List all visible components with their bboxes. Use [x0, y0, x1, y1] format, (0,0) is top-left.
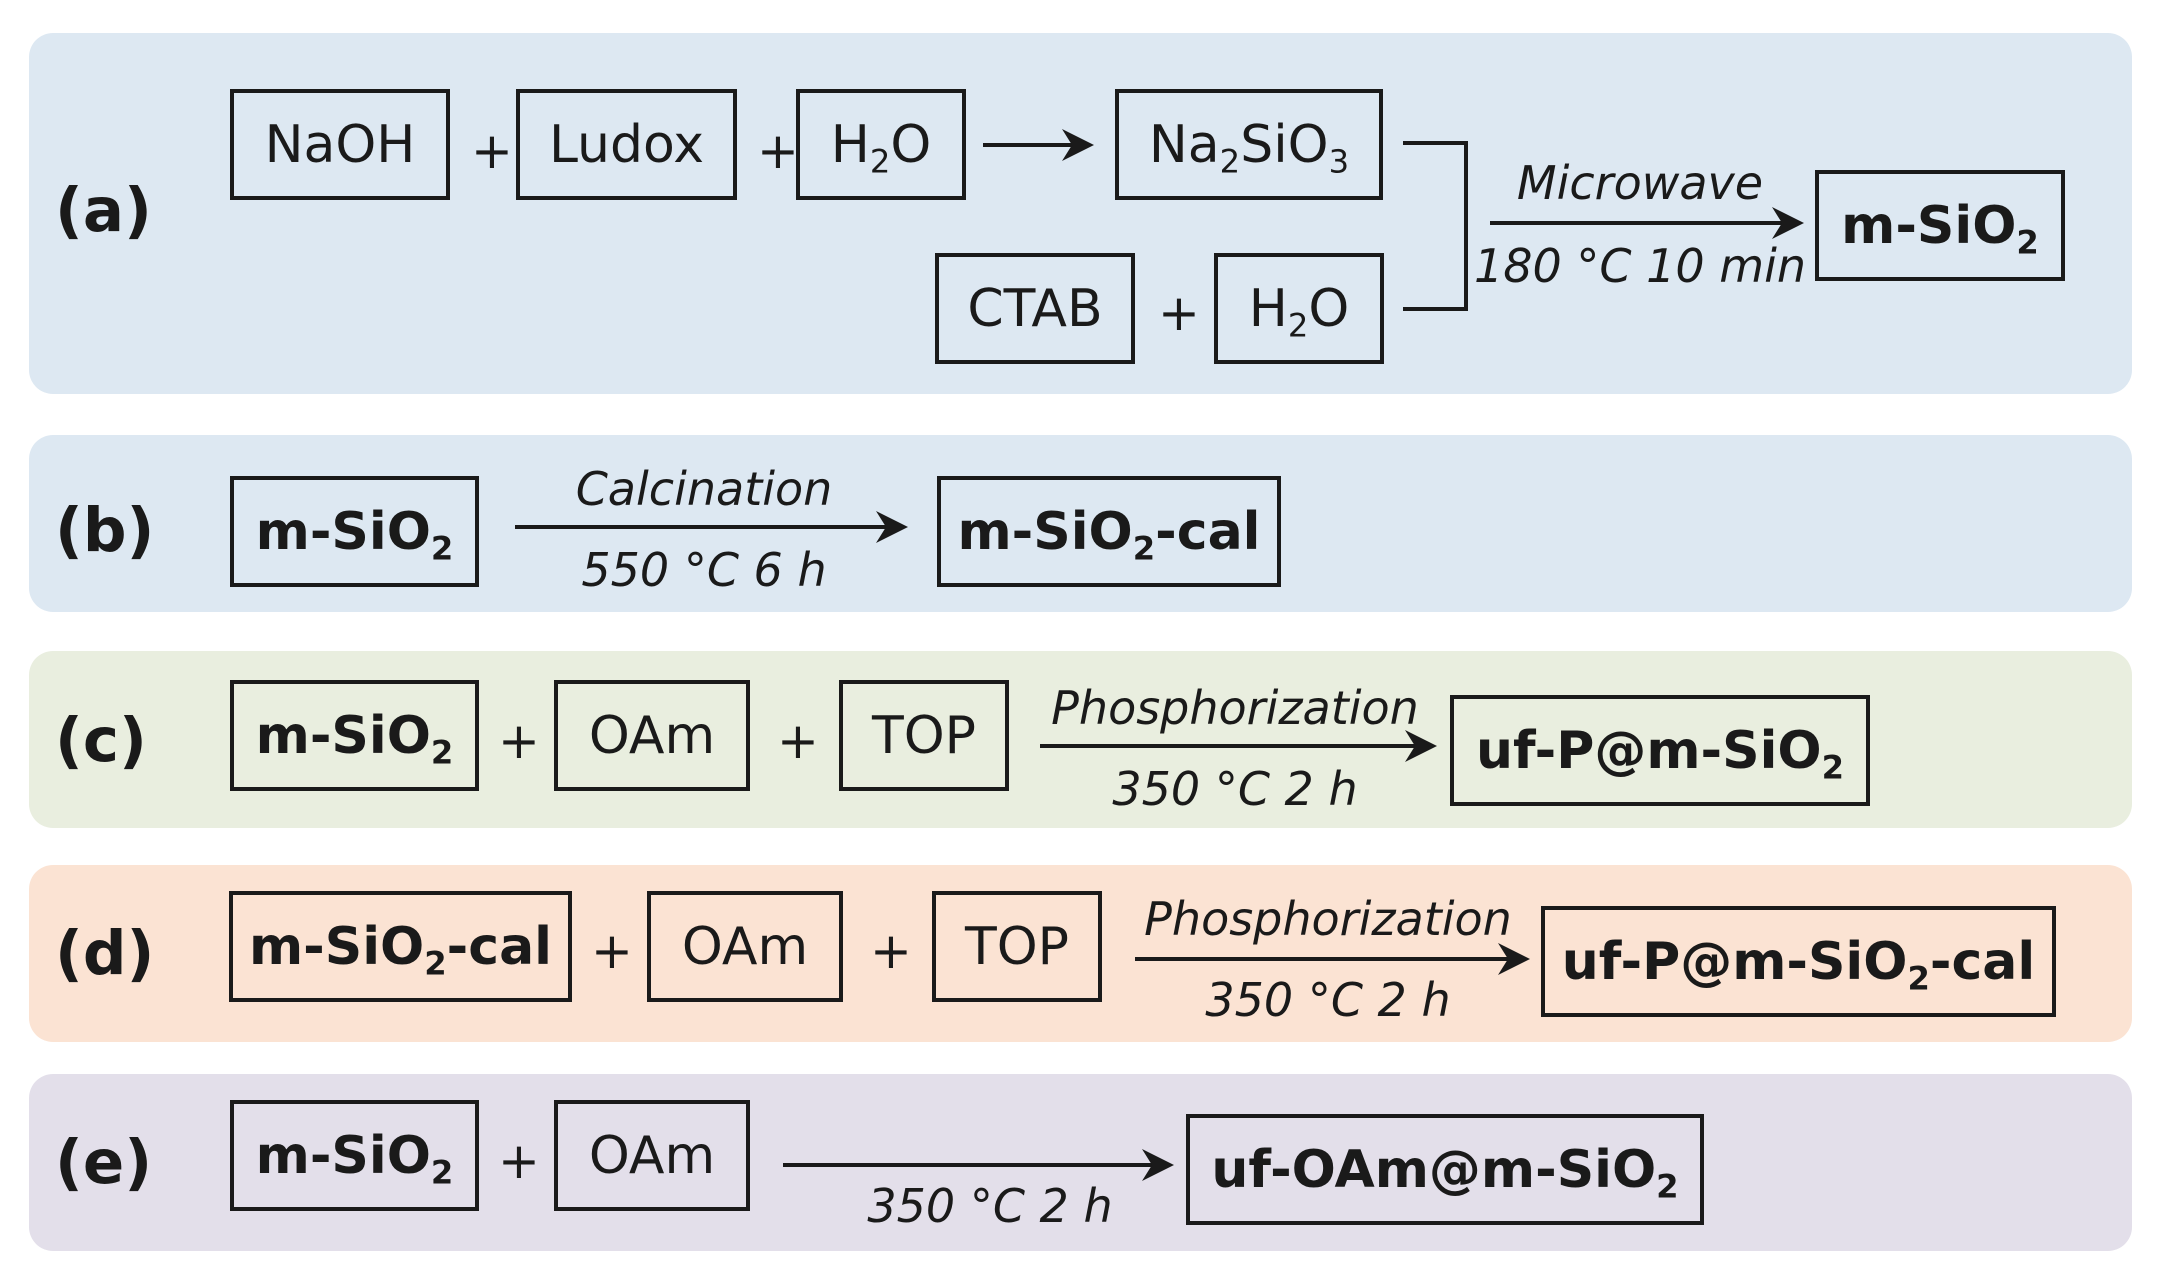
panel-c-label: (c)	[55, 705, 147, 776]
product-formula: m-SiO2-cal	[957, 501, 1261, 567]
reaction-condition-top: Microwave	[1516, 156, 1764, 210]
oam-text: OAm	[588, 1125, 716, 1186]
reactant-formula: m-SiO2	[255, 501, 454, 567]
ludox-box: Ludox	[516, 89, 737, 200]
plus-sign: +	[777, 712, 819, 770]
plus-sign: +	[591, 922, 633, 980]
product-formula: uf-OAm@m-SiO2	[1211, 1139, 1679, 1205]
panel-b-label: (b)	[55, 495, 155, 566]
plus-sign: +	[498, 712, 540, 770]
product-formula: uf-P@m-SiO2	[1475, 720, 1845, 786]
reaction-condition-top: Calcination	[575, 462, 833, 516]
product-box: m-SiO2	[1815, 170, 2065, 281]
plus-sign: +	[757, 122, 799, 180]
reactant-box: m-SiO2	[230, 1100, 479, 1211]
oam-box: OAm	[554, 680, 750, 791]
product-box: m-SiO2-cal	[937, 476, 1281, 587]
h2o-formula: H2O	[830, 114, 932, 180]
top-text: TOP	[964, 916, 1070, 977]
panel-e-label: (e)	[55, 1127, 153, 1198]
na2sio3-box: Na2SiO3	[1115, 89, 1383, 200]
reactant-formula: m-SiO2-cal	[248, 916, 552, 982]
product-box: uf-OAm@m-SiO2	[1186, 1114, 1704, 1225]
product-formula: uf-P@m-SiO2-cal	[1561, 931, 2036, 997]
product-formula: m-SiO2	[1841, 195, 2039, 261]
oam-box: OAm	[554, 1100, 750, 1211]
product-box: uf-P@m-SiO2-cal	[1541, 906, 2056, 1017]
oam-box: OAm	[647, 891, 843, 1002]
na2sio3-formula: Na2SiO3	[1148, 114, 1350, 180]
reactant-box: m-SiO2	[230, 680, 479, 791]
naoh-box: NaOH	[230, 89, 450, 200]
reaction-condition-bottom: 180 °C 10 min	[1473, 239, 1807, 293]
reactant-box: m-SiO2-cal	[229, 891, 572, 1002]
reaction-condition-bottom: 350 °C 2 h	[1112, 762, 1358, 816]
h2o-formula: H2O	[1248, 278, 1350, 344]
oam-text: OAm	[588, 705, 716, 766]
panel-a-label: (a)	[55, 175, 152, 246]
plus-sign: +	[870, 922, 912, 980]
h2o-box: H2O	[1214, 253, 1384, 364]
reactant-formula: m-SiO2	[255, 1125, 454, 1191]
reactant-formula: m-SiO2	[255, 705, 454, 771]
top-box: TOP	[932, 891, 1102, 1002]
panel-d-label: (d)	[55, 918, 155, 989]
oam-text: OAm	[681, 916, 809, 977]
plus-sign: +	[1158, 284, 1200, 342]
naoh-text: NaOH	[264, 114, 416, 175]
reaction-condition-top: Phosphorization	[1051, 681, 1419, 735]
panel-b-background	[29, 435, 2132, 612]
plus-sign: +	[498, 1132, 540, 1190]
reactant-box: m-SiO2	[230, 476, 479, 587]
ctab-text: CTAB	[967, 278, 1103, 339]
top-box: TOP	[839, 680, 1009, 791]
ludox-text: Ludox	[548, 114, 704, 175]
reaction-condition-top: Phosphorization	[1144, 892, 1512, 946]
reaction-condition-bottom: 350 °C 2 h	[867, 1179, 1113, 1233]
product-box: uf-P@m-SiO2	[1450, 695, 1870, 806]
reaction-condition-bottom: 550 °C 6 h	[581, 543, 827, 597]
top-text: TOP	[871, 705, 977, 766]
h2o-box: H2O	[796, 89, 966, 200]
ctab-box: CTAB	[935, 253, 1135, 364]
plus-sign: +	[471, 122, 513, 180]
reaction-condition-bottom: 350 °C 2 h	[1205, 973, 1451, 1027]
